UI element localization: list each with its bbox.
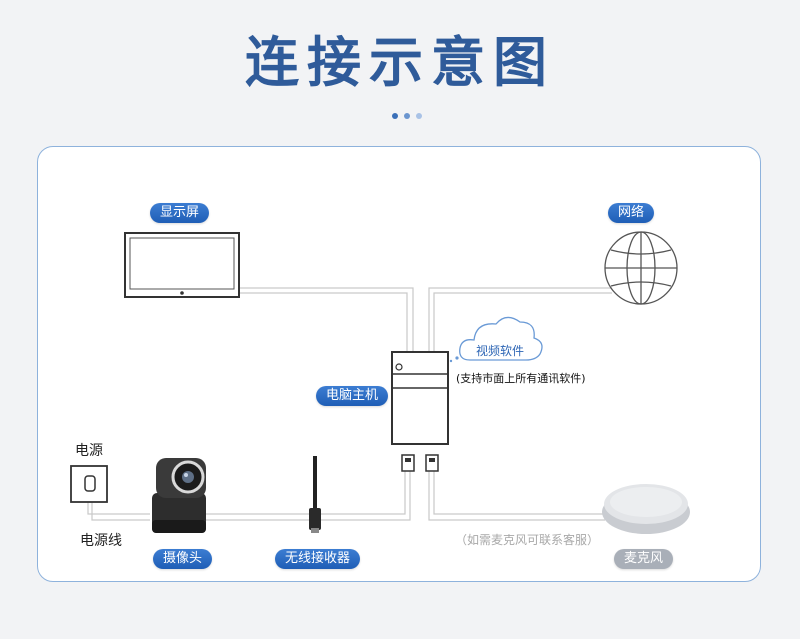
- label-camera: 摄像头: [153, 549, 213, 569]
- label-network: 网络: [608, 203, 655, 223]
- note-software-support: (支持市面上所有通讯软件): [456, 372, 586, 385]
- label-video-software: 视频软件: [476, 344, 525, 358]
- globe-icon: [604, 231, 678, 305]
- dot-2: [404, 113, 410, 119]
- usb-plug-right-icon: [425, 454, 439, 472]
- monitor-icon: [124, 232, 240, 298]
- label-microphone: 麦克风: [614, 549, 674, 569]
- cable-power-inner: [87, 500, 150, 515]
- cable-usb-right-outer: [433, 470, 605, 515]
- computer-tower-icon: [391, 351, 449, 445]
- page-title: 连接示意图: [245, 31, 555, 94]
- cables: [87, 287, 612, 521]
- label-display: 显示屏: [150, 203, 210, 223]
- dot-1: [392, 113, 398, 119]
- cable-network-outer: [428, 287, 612, 352]
- cable-usb-left-outer: [205, 470, 411, 521]
- usb-plug-left-icon: [401, 454, 415, 472]
- note-microphone-contact: （如需麦克风可联系客服）: [455, 533, 600, 547]
- microphone-speaker-icon: [602, 484, 690, 534]
- label-wireless-receiver: 无线接收器: [275, 549, 361, 569]
- dot-3: [416, 113, 422, 119]
- label-computer-host: 电脑主机: [316, 386, 389, 406]
- cable-monitor-outer: [240, 287, 414, 352]
- cloud-icon: [449, 316, 543, 363]
- label-power: 电源: [75, 443, 103, 459]
- title-dots: [388, 113, 428, 121]
- cable-usb-right-inner: [428, 470, 605, 521]
- cable-network-inner: [433, 292, 612, 352]
- cable-power-outer: [91, 500, 150, 521]
- cable-usb-left-inner: [205, 470, 406, 515]
- wireless-receiver-icon: [309, 456, 321, 533]
- camera-icon: [152, 458, 206, 533]
- power-outlet-icon: [70, 465, 108, 503]
- cable-monitor-inner: [240, 292, 408, 352]
- label-power-cord: 电源线: [80, 533, 122, 549]
